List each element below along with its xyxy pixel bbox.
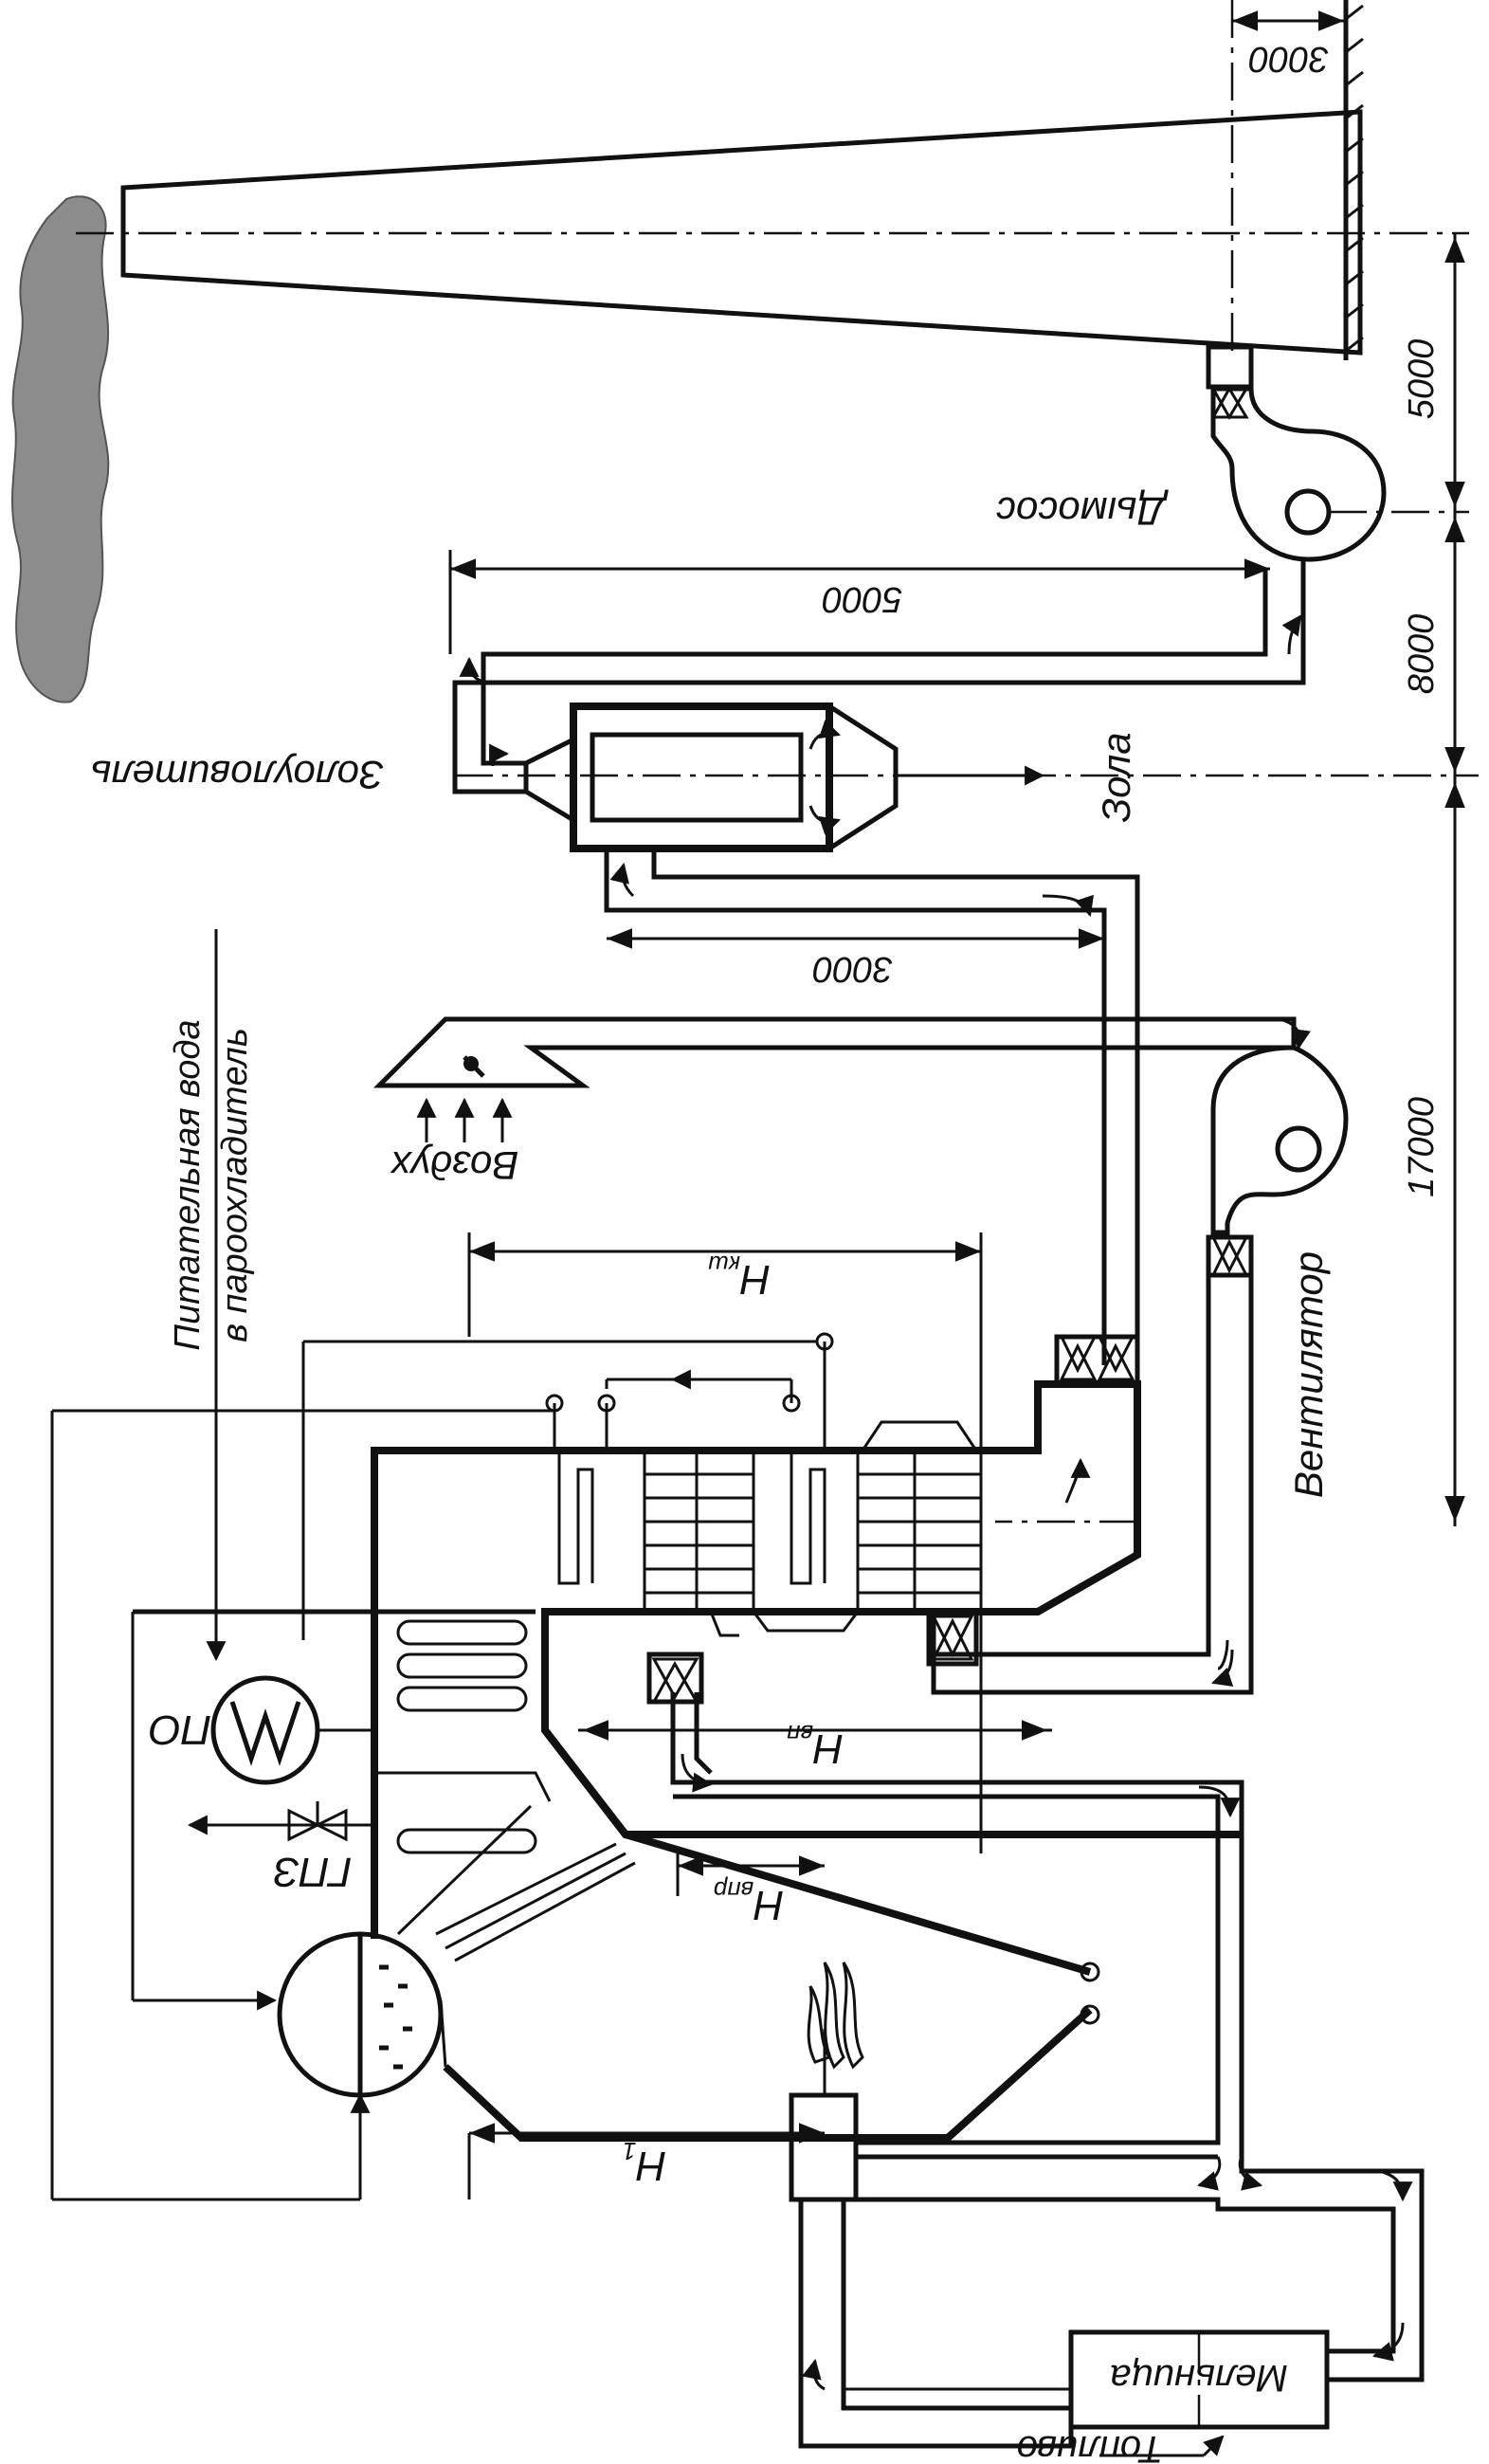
air-heater-lower-inlet	[646, 1652, 704, 1705]
po-label: ПО	[149, 1707, 211, 1753]
burner	[789, 2029, 859, 2202]
mill	[798, 2199, 1330, 2457]
dimension-5000-duct	[448, 550, 1270, 654]
dimension-h-vpr	[676, 1853, 825, 1896]
dimension-h-kts	[467, 1232, 983, 1853]
dimension-3000-top: 3000	[1232, 10, 1344, 79]
h-vp-label: Hвп	[787, 1720, 844, 1772]
flue-duct-upper	[452, 559, 1306, 794]
desuperheater	[210, 1675, 374, 1785]
h-vpr-label: Hвпр	[714, 1876, 784, 1928]
ground-hatch	[1345, 4, 1364, 353]
main-steam-valve	[187, 1801, 374, 1842]
economizer-outlet	[1054, 1334, 1140, 1504]
smoke-exhauster	[1206, 344, 1469, 562]
flame-icon	[807, 1962, 864, 2070]
air-label: Воздух	[390, 1143, 519, 1188]
gpz-label: ГПЗ	[274, 1849, 353, 1895]
chimney	[76, 0, 1469, 360]
fan	[931, 1045, 1349, 1695]
smoke-exhauster-label: Дымосос	[996, 489, 1169, 534]
air-intake	[372, 1016, 1311, 1142]
fan-label: Вентилятор	[1286, 1251, 1331, 1498]
h1-label: H1	[623, 2137, 666, 2189]
drum	[277, 1931, 447, 2098]
smoke-plume	[11, 195, 110, 703]
air-duct-to-burner	[670, 1692, 1425, 2382]
dimension-8000: 8000	[1402, 614, 1442, 695]
dimension-3000-duct-label: 3000	[813, 949, 894, 989]
dimension-5000-right: 5000	[1402, 339, 1442, 420]
mill-label: Мельница	[1110, 2357, 1288, 2399]
ash-collector	[455, 702, 1479, 853]
feedwater-label: Питательная вода	[168, 1019, 208, 1350]
dimension-3000-top-label: 3000	[1249, 39, 1330, 79]
dimension-5000-duct-label: 5000	[823, 579, 903, 619]
fuel-label: Топливо	[1017, 2428, 1163, 2464]
ash-collector-label: Золоуловитель	[90, 753, 383, 797]
h-kts-label: Hкш	[708, 1250, 771, 1303]
steam-piping	[50, 1332, 834, 2201]
ash-label: Зола	[1094, 732, 1138, 822]
flue-duct-middle	[604, 849, 1140, 1365]
air-heater-inlet	[926, 1609, 979, 1667]
desuperheater-label: в пароохладитель	[215, 1028, 255, 1342]
dimension-17000: 17000	[1402, 1097, 1442, 1197]
boiler-outline	[371, 1380, 1242, 1939]
dimension-h1	[467, 2123, 825, 2199]
